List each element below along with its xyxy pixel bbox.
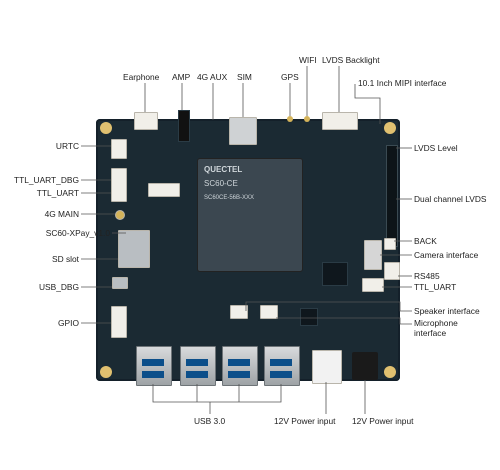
internal-connector	[148, 183, 180, 197]
label-power2: 12V Power input	[352, 416, 414, 426]
lvds-backlight-connector	[322, 112, 358, 130]
label-lvds-backlight: LVDS Backlight	[322, 55, 380, 65]
label-ttl-uart-right: TTL_UART	[414, 282, 457, 292]
usb30-port	[222, 346, 258, 386]
label-microphone-interface: interface	[414, 328, 447, 338]
gpio-connector	[111, 306, 127, 338]
mount-hole	[100, 366, 112, 378]
label-rs485: RS485	[414, 271, 440, 281]
usb-dbg-port	[112, 277, 128, 289]
sd-slot	[118, 230, 150, 268]
label-mipi: 10.1 Inch MIPI interface	[358, 78, 447, 88]
sim-slot	[229, 117, 257, 145]
microphone-connector	[260, 305, 278, 319]
speaker-connector	[230, 305, 248, 319]
power-input-barrel	[352, 352, 378, 380]
label-amp: AMP	[172, 72, 191, 82]
module-brand: QUECTEL	[204, 165, 243, 174]
label-4g-aux: 4G AUX	[197, 72, 228, 82]
4g-main-connector	[115, 210, 125, 220]
urtc-connector	[111, 139, 127, 159]
label-usb30: USB 3.0	[194, 416, 226, 426]
label-earphone: Earphone	[123, 72, 160, 82]
label-sd-slot: SD slot	[52, 254, 79, 264]
earphone-connector	[134, 112, 158, 130]
label-wifi: WIFI	[299, 55, 317, 65]
ttl-uart-dbg-connector	[111, 168, 127, 202]
sc60-module: QUECTEL SC60-CE SC60CE-56B-XXX	[197, 158, 303, 272]
label-sim: SIM	[237, 72, 252, 82]
label-urtc: URTC	[55, 141, 79, 151]
label-usb-dbg: USB_DBG	[38, 282, 79, 292]
label-speaker: Speaker interface	[414, 306, 480, 316]
label-dual-lvds: Dual channel LVDS	[414, 194, 487, 204]
power-input-jack	[312, 350, 342, 384]
mount-hole	[100, 122, 112, 134]
module-model: SC60-CE	[204, 179, 238, 188]
ic-chip	[322, 262, 348, 286]
label-power1: 12V Power input	[274, 416, 336, 426]
label-gpio: GPIO	[58, 318, 79, 328]
label-ttl-uart-left: TTL_UART	[36, 188, 79, 198]
label-gps: GPS	[281, 72, 299, 82]
ttl-uart-right-connector	[362, 278, 384, 292]
ic-chip	[300, 308, 318, 326]
back-button	[384, 238, 396, 250]
label-4g-main: 4G MAIN	[44, 209, 79, 219]
gps-antenna-connector	[287, 116, 293, 122]
mount-hole	[384, 122, 396, 134]
label-back: BACK	[414, 236, 437, 246]
label-camera: Camera interface	[414, 250, 479, 260]
mount-hole	[384, 366, 396, 378]
usb30-port	[264, 346, 300, 386]
wifi-antenna-connector	[304, 116, 310, 122]
label-lvds-level: LVDS Level	[414, 143, 458, 153]
usb30-port	[136, 346, 172, 386]
label-version: SC60-XPay_v1.0	[45, 228, 110, 238]
usb30-port	[180, 346, 216, 386]
module-code: SC60CE-56B-XXX	[204, 195, 255, 201]
label-microphone: Microphone	[414, 318, 458, 328]
amp-chip	[178, 110, 190, 142]
label-ttl-uart-dbg: TTL_UART_DBG	[13, 175, 79, 185]
rs485-connector	[384, 262, 400, 280]
